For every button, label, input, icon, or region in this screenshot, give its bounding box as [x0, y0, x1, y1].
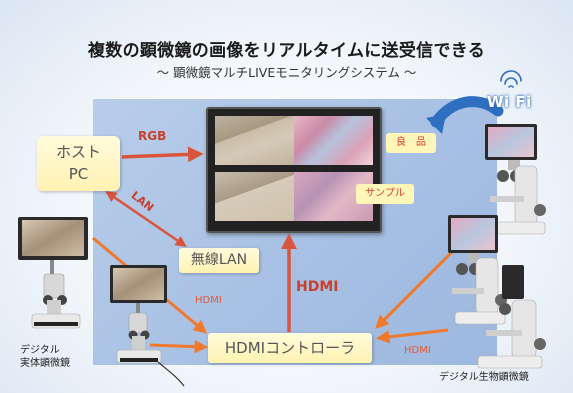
monitor-image-stereo-1 [215, 116, 294, 165]
biological-microscope-icon [477, 265, 546, 369]
caption-stereo-line1: デジタル [20, 345, 60, 356]
arrow-rgb [121, 146, 204, 163]
caption-stereo-line2: 実体顕微鏡 [20, 358, 70, 369]
label-sample: サンプル [356, 184, 414, 204]
host-pc-label-line2: PC [68, 165, 89, 183]
host-pc-node: ホスト PC [37, 136, 120, 191]
caption-digital-stereo-microscope: デジタル 実体顕微鏡 [20, 344, 70, 370]
label-wifi: Wi Fi [487, 93, 532, 111]
stereo-microscope-icon [110, 265, 185, 387]
hdmi-controller-node: HDMIコントローラ [208, 333, 372, 363]
label-rgb: RGB [138, 129, 167, 143]
host-pc-label-line1: ホスト [55, 143, 101, 161]
biological-microscope-icon [485, 124, 546, 235]
wireless-lan-node: 無線LAN [179, 248, 259, 273]
label-hdmi-right: HDMI [404, 345, 431, 356]
biological-microscope-icon [448, 215, 507, 325]
label-hdmi-left: HDMI [195, 295, 222, 306]
arrow-bio2-hdmi [375, 328, 449, 344]
arrow-stereo2-hdmi [149, 339, 209, 354]
page-title: 複数の顕微鏡の画像をリアルタイムに送受信できる [87, 41, 486, 61]
monitor-image-tissue-1 [294, 116, 373, 165]
page-subtitle: ～ 顕微鏡マルチLIVEモニタリングシステム ～ [156, 65, 417, 80]
monitor-display [206, 107, 382, 233]
label-good-product: 良 品 [386, 133, 436, 153]
label-hdmi-center: HDMI [296, 279, 339, 295]
caption-digital-biological-microscope: デジタル生物顕微鏡 [439, 372, 529, 383]
wifi-icon [500, 70, 522, 88]
arrow-lan [105, 191, 187, 247]
monitor-image-stereo-2 [215, 172, 294, 221]
stereo-microscope-icon [18, 217, 88, 329]
